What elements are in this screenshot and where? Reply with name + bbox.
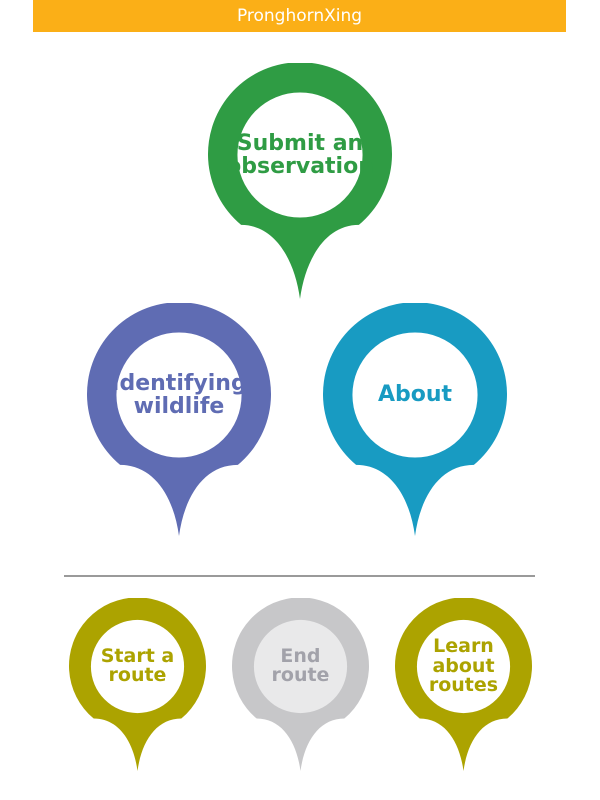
pin-inner-circle <box>90 619 185 714</box>
pin-label: Identifying wildlife <box>111 370 247 419</box>
pin-label: End route <box>271 644 330 687</box>
end-route-button[interactable]: End route <box>232 598 369 771</box>
pin-inner-circle <box>352 332 478 458</box>
map-pin-icon <box>69 598 206 771</box>
pin-label: Submit an observation <box>226 130 374 179</box>
pin-inner-circle <box>416 619 511 714</box>
pin-label: Learn about routes <box>428 634 499 697</box>
learn-about-routes-button[interactable]: Learn about routes <box>395 598 532 771</box>
pin-label: About <box>377 382 453 408</box>
pin-inner-circle <box>237 92 363 218</box>
about-button[interactable]: About <box>323 303 507 536</box>
pin-inner-circle <box>116 332 242 458</box>
map-pin-icon <box>323 303 507 536</box>
identifying-wildlife-button[interactable]: Identifying wildlife <box>87 303 271 536</box>
pin-inner-circle <box>253 619 348 714</box>
map-pin-icon <box>208 63 392 299</box>
pin-label: Start a route <box>100 644 175 687</box>
map-pin-icon <box>395 598 532 771</box>
app-title: PronghornXing <box>236 6 363 26</box>
app-header: PronghornXing <box>33 0 566 32</box>
submit-observation-button[interactable]: Submit an observation <box>208 63 392 299</box>
start-route-button[interactable]: Start a route <box>69 598 206 771</box>
section-divider <box>64 575 535 577</box>
map-pin-icon <box>232 598 369 771</box>
map-pin-icon <box>87 303 271 536</box>
